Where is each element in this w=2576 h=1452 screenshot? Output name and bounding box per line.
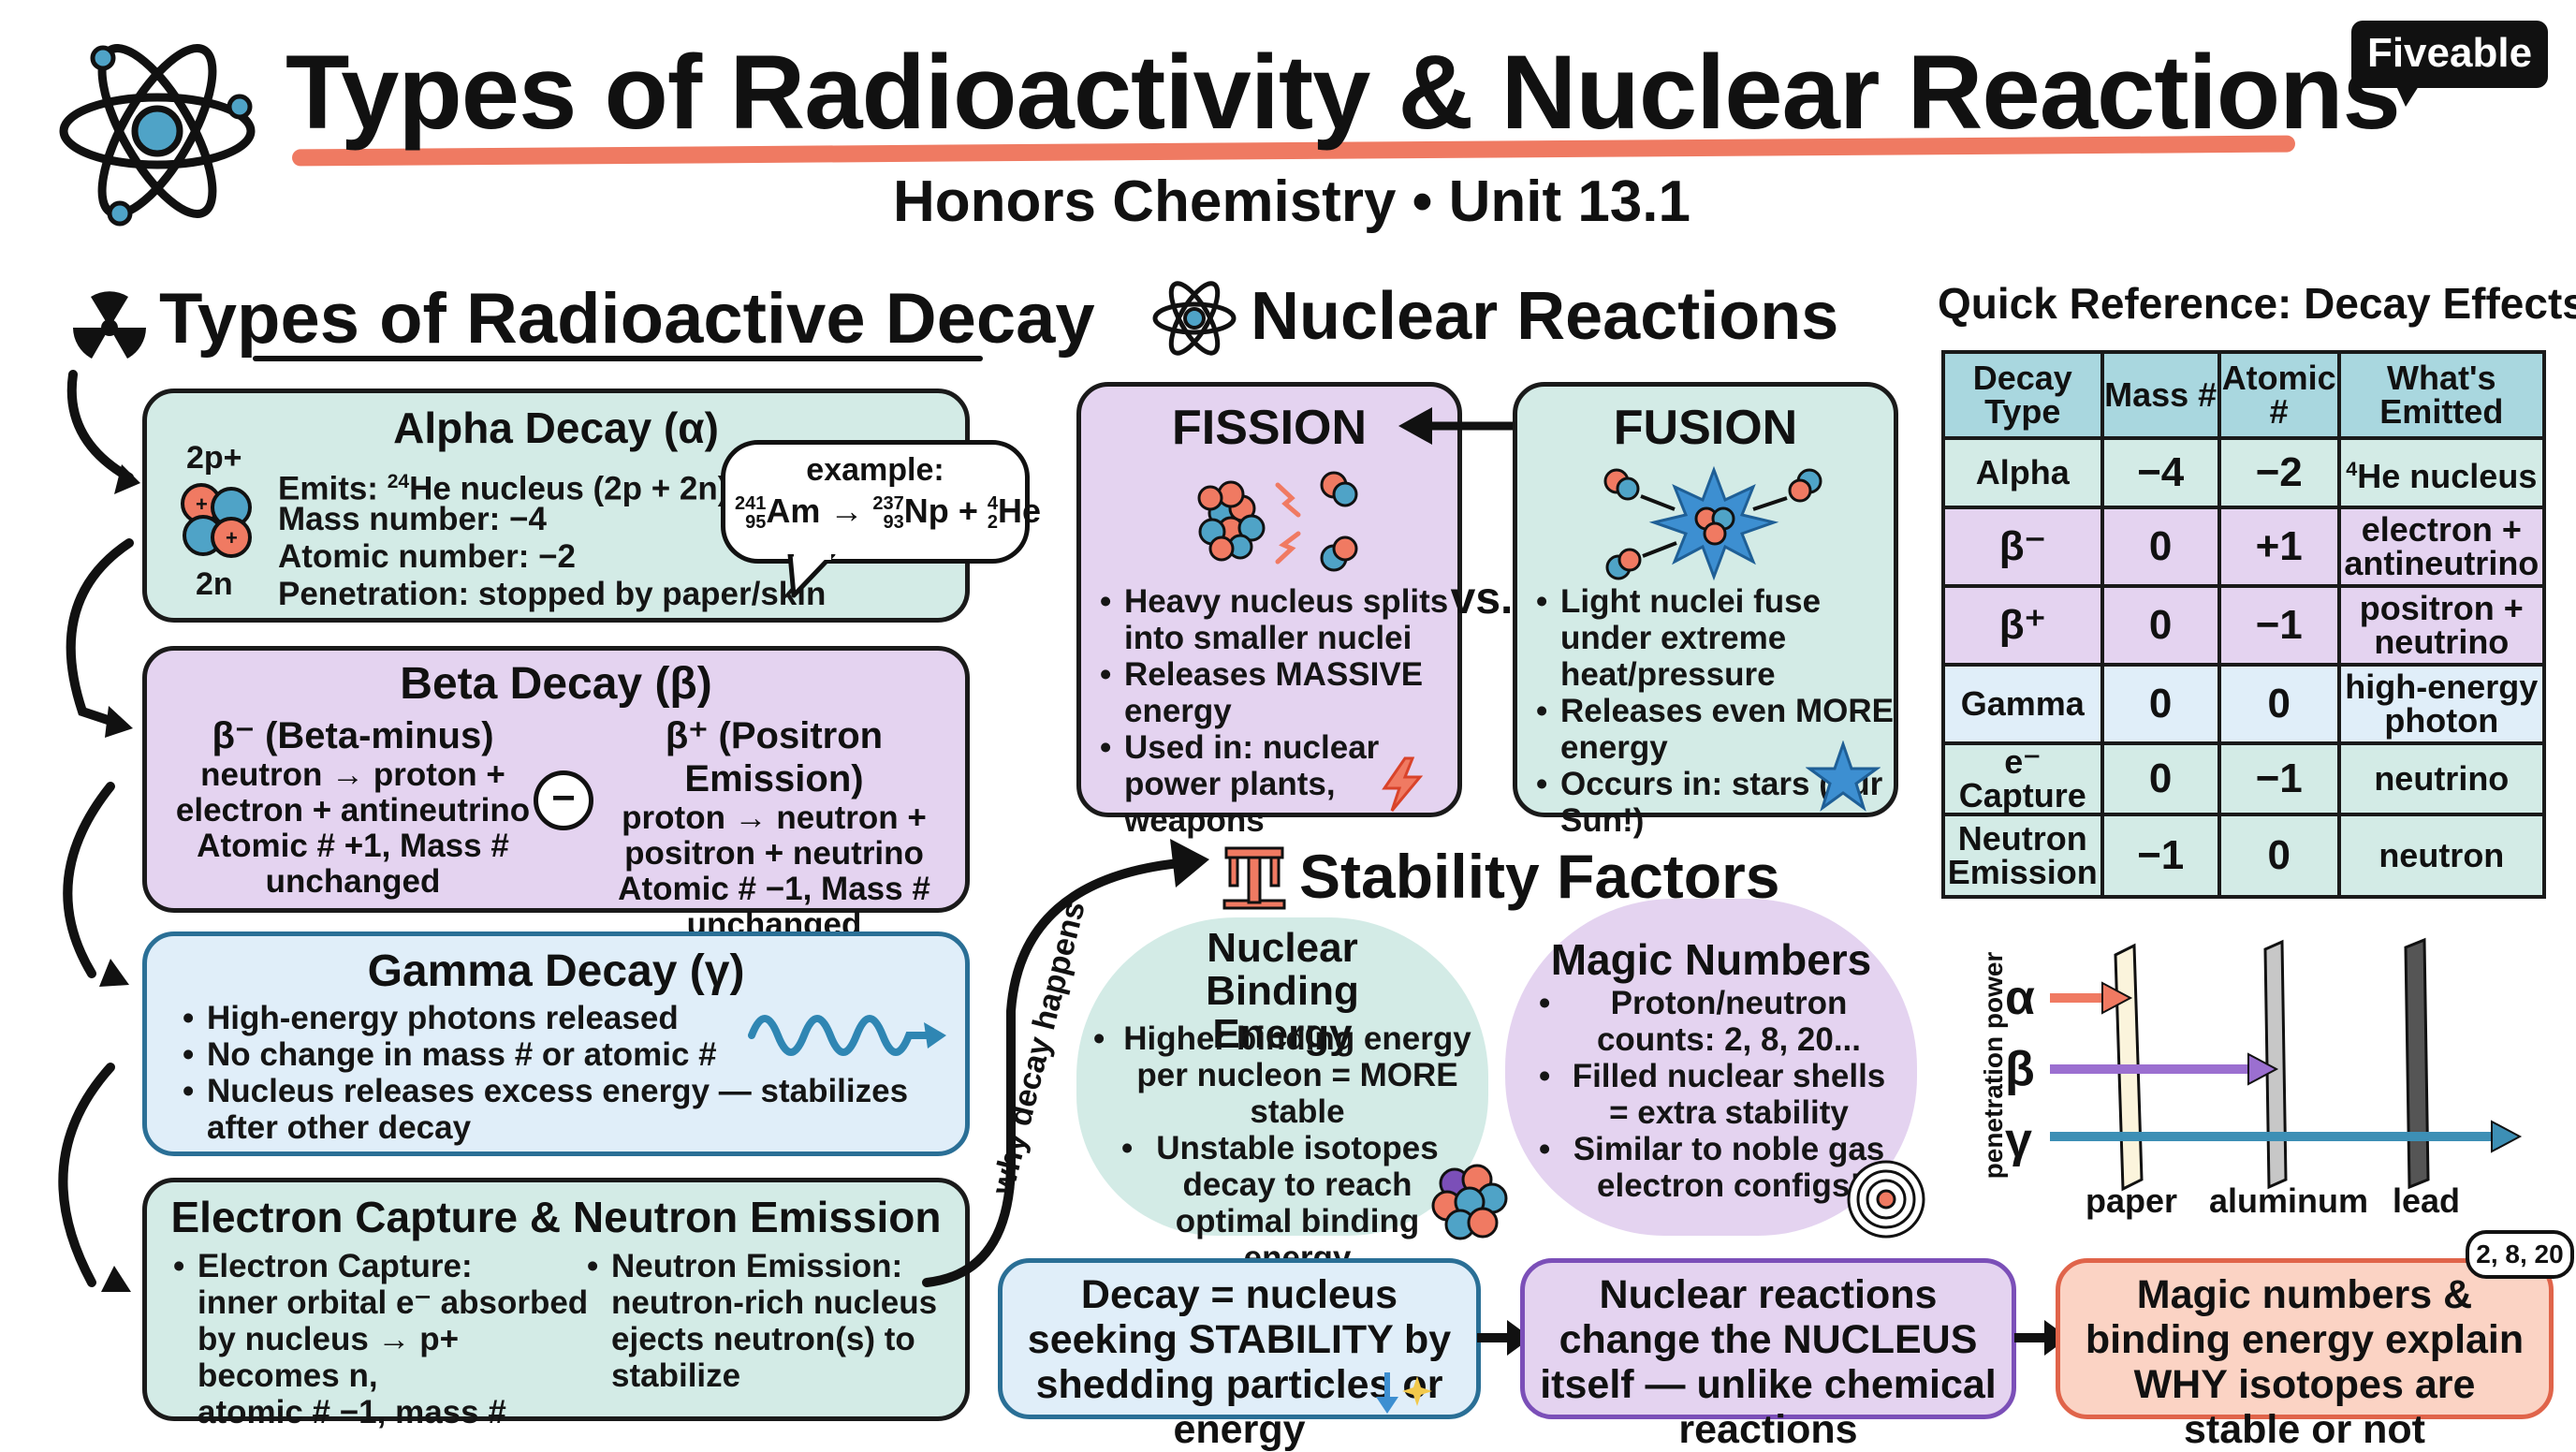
- capture-title: Electron Capture & Neutron Emission: [170, 1193, 942, 1241]
- scale-icon: [1222, 846, 1286, 910]
- alpha-mass: Mass number: −4: [278, 501, 547, 537]
- beta-minus-title: β⁻ (Beta-minus): [212, 715, 494, 756]
- svg-text:+: +: [226, 526, 238, 550]
- aluminum-label: aluminum: [2209, 1181, 2369, 1220]
- fiveable-logo-text: Fiveable: [2366, 30, 2533, 76]
- alpha-example-label: example:: [806, 452, 944, 488]
- electron-capture-text: •Electron Capture: inner orbital e⁻ abso…: [173, 1248, 589, 1430]
- magic-numbers-badge: 2, 8, 20: [2466, 1230, 2574, 1279]
- shells-target-icon: [1847, 1160, 1925, 1239]
- nucleus-cluster-icon: [1431, 1164, 1508, 1240]
- alpha-particle-icon: + +: [181, 483, 252, 558]
- flow-arrows: [58, 370, 140, 1292]
- beta-minus-column: β⁻ (Beta-minus) neutron → proton + elect…: [166, 714, 540, 900]
- atom-small-icon: [1152, 281, 1237, 356]
- table-row: Gamma 0 0 high-energy photon: [1941, 663, 2547, 745]
- decay-heading: Types of Radioactive Decay: [159, 279, 1095, 359]
- table-row: Alpha −4 −2 4He nucleus: [1941, 436, 2547, 509]
- fission-card: FISSION Heavy nucleus splits into smalle…: [1076, 382, 1462, 839]
- summary-decay-card: Decay = nucleus seeking STABILITY by she…: [998, 1258, 1481, 1452]
- beta-decay-card: Beta Decay (β) β⁻ (Beta-minus) neutron →…: [142, 646, 970, 943]
- lightning-icon: [1382, 756, 1424, 812]
- summary-decay-text: Decay = nucleus seeking STABILITY by she…: [1027, 1272, 1452, 1452]
- fusion-title: FUSION: [1613, 401, 1798, 455]
- decay-heading-underline: [253, 356, 983, 361]
- paper-label: paper: [2086, 1181, 2178, 1220]
- beta-plus-column: β⁺ (Positron Emission) proton → neutron …: [578, 714, 971, 943]
- vs-label: vs.: [1450, 574, 1514, 623]
- alpha-label-p: 2p+: [186, 440, 242, 476]
- fission-title: FISSION: [1171, 401, 1368, 455]
- magic-bullets: Proton/neutron counts: 2, 8, 20... Fille…: [1539, 985, 1895, 1204]
- gamma-decay-card: Gamma Decay (γ) High-energy photons rele…: [142, 931, 970, 1156]
- star-icon: [1806, 741, 1881, 812]
- gamma-title: Gamma Decay (γ): [367, 946, 745, 996]
- gamma-bullets: High-energy photons released No change i…: [183, 1000, 931, 1146]
- beta-plus-title: β⁺ (Positron Emission): [665, 715, 884, 799]
- alpha-title: Alpha Decay (α): [393, 403, 719, 452]
- lead-label: lead: [2393, 1181, 2461, 1220]
- alpha-symbol: α: [2005, 971, 2035, 1025]
- gamma-wave-icon: [748, 1015, 946, 1056]
- summary-reactions-card: Nuclear reactions change the NUCLEUS its…: [1520, 1258, 2016, 1452]
- why-decay-arrow: [922, 839, 1209, 1287]
- bubble-tail: [787, 554, 836, 598]
- alpha-emits: Emits: 24He nucleus (2p + 2n): [278, 470, 729, 507]
- atom-logo-icon: [59, 44, 256, 227]
- binding-bullets: Higher binding energy per nucleon = MORE…: [1093, 1020, 1477, 1276]
- electron-icon: −: [534, 770, 593, 830]
- fission-bullets: Heavy nucleus splits into smaller nuclei…: [1100, 583, 1456, 839]
- gamma-symbol: γ: [2005, 1113, 2032, 1167]
- fusion-nucleus-icon: [1603, 465, 1822, 581]
- fusion-card: FUSION Light nuclei fuse under extreme h…: [1513, 382, 1898, 839]
- reactions-heading: Nuclear Reactions: [1251, 279, 1839, 354]
- summary-magic-card: Magic numbers & binding energy explain W…: [2056, 1258, 2554, 1452]
- beta-symbol: β: [2005, 1042, 2035, 1096]
- alpha-label-n: 2n: [196, 566, 233, 602]
- neutron-emission-text: •Neutron Emission: neutron-rich nucleus …: [587, 1248, 938, 1394]
- magic-numbers-card: Magic Numbers Proton/neutron counts: 2, …: [1505, 899, 1917, 1236]
- summary-arrow-1: [1477, 1320, 1531, 1356]
- page-subtitle: Honors Chemistry • Unit 13.1: [892, 169, 1690, 234]
- sparkle-arrow-icon: [1376, 1372, 1432, 1414]
- fiveable-logo: Fiveable: [2351, 21, 2548, 107]
- alpha-atomic: Atomic number: −2: [278, 538, 576, 575]
- table-row: Neutron Emission −1 0 neutron: [1941, 813, 2547, 899]
- table-row: β⁺ 0 −1 positron + neutrino: [1941, 584, 2547, 667]
- svg-text:+: +: [196, 492, 208, 516]
- table-row: e⁻ Capture 0 −1 neutrino: [1941, 741, 2547, 816]
- table-row: β⁻ 0 +1 electron + antineutrino: [1941, 506, 2547, 588]
- magic-title: Magic Numbers: [1550, 935, 1872, 984]
- quickref-title: Quick Reference: Decay Effects: [1938, 279, 2576, 328]
- penetration-diagram: [2050, 937, 2523, 1192]
- radiation-icon: [73, 291, 146, 359]
- summary-reactions-text: Nuclear reactions change the NUCLEUS its…: [1540, 1272, 1997, 1452]
- fission-nucleus-icon: [1197, 471, 1358, 572]
- binding-energy-card: Nuclear Binding Energy Higher binding en…: [1076, 917, 1488, 1276]
- capture-emission-card: Electron Capture & Neutron Emission •Ele…: [142, 1178, 970, 1430]
- summary-magic-text: Magic numbers & binding energy explain W…: [2085, 1272, 2525, 1452]
- fusion-bullets: Light nuclei fuse under extreme heat/pre…: [1536, 583, 1896, 839]
- quickref-header-row: Decay Type Mass # Atomic # What's Emitte…: [1941, 350, 2547, 440]
- beta-title: Beta Decay (β): [400, 659, 712, 709]
- page-title: Types of Radioactivity & Nuclear Reactio…: [285, 34, 2401, 151]
- alpha-penetration: Penetration: stopped by paper/skin: [278, 576, 827, 612]
- quickref-table: Decay Type Mass # Atomic # What's Emitte…: [1941, 350, 2547, 899]
